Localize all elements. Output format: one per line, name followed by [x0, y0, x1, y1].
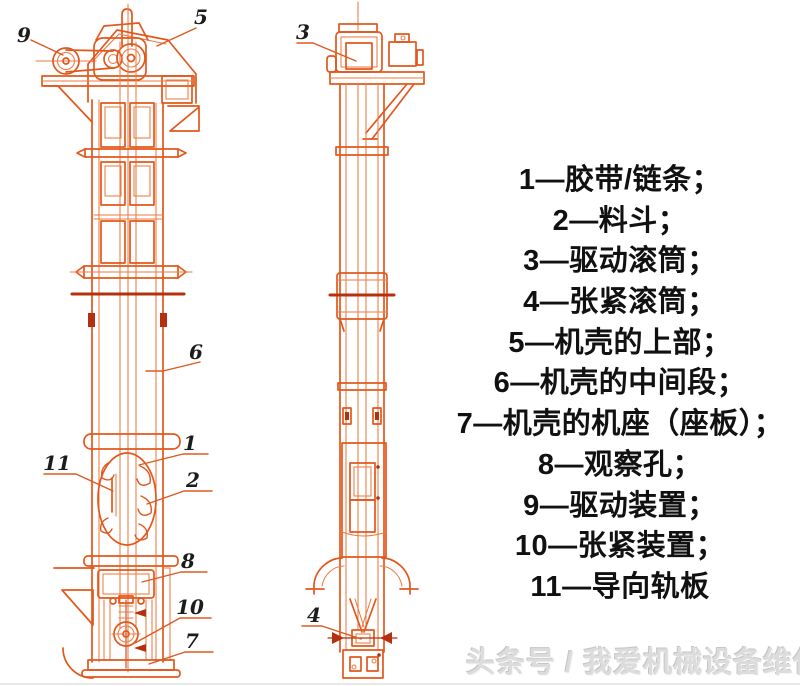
callout-8: 8	[141, 549, 208, 583]
legend-item-11: 11—导向轨板	[530, 570, 710, 603]
svg-text:2: 2	[185, 468, 200, 492]
callout-1: 1	[138, 431, 209, 466]
callout-10: 10	[134, 595, 212, 644]
svg-text:3: 3	[296, 20, 310, 44]
callout-labels: 9 5 6 11 1 2 8	[17, 5, 362, 665]
cutaway-opening	[97, 452, 157, 546]
svg-text:1: 1	[183, 431, 197, 455]
legend-item-1: 1—胶带/链条；	[518, 164, 722, 196]
motor-pulley	[52, 47, 80, 75]
legend-item-9: 9—驱动装置；	[523, 489, 717, 522]
base-plate	[87, 659, 175, 671]
callout-11: 11	[43, 451, 114, 492]
hopper-wing-left	[313, 557, 343, 595]
callout-5: 5	[156, 5, 208, 47]
legend-item-7: 7—机壳的机座（座板）；	[456, 408, 784, 441]
svg-text:8: 8	[180, 549, 195, 573]
lower-casing-panel	[341, 442, 387, 558]
legend-item-8: 8—观察孔；	[537, 448, 703, 481]
legend-item-3: 3—驱动滚筒；	[523, 245, 717, 278]
svg-text:9: 9	[17, 23, 31, 47]
callout-3: 3	[296, 20, 357, 62]
support-bracket	[169, 106, 200, 132]
svg-text:11: 11	[43, 451, 71, 475]
svg-text:5: 5	[194, 5, 208, 29]
svg-text:10: 10	[176, 595, 204, 619]
motor-block	[388, 41, 417, 67]
elevator-diagram: 9 5 6 11 1 2 8	[17, 1, 425, 679]
bottom-edge-line	[0, 683, 800, 685]
callout-6: 6	[145, 340, 203, 372]
bucket-shape	[100, 461, 115, 481]
svg-text:6: 6	[189, 340, 203, 364]
drive-drum-side	[345, 42, 373, 70]
legend-item-4: 4—张紧滚筒；	[523, 286, 717, 319]
callout-2: 2	[146, 468, 213, 505]
callout-4: 4	[301, 603, 362, 640]
callout-7: 7	[148, 629, 214, 665]
head-casing-side	[335, 31, 383, 73]
observation-window	[97, 569, 155, 599]
callout-9: 9	[17, 23, 64, 56]
bucket-shape	[136, 465, 151, 486]
svg-text:7: 7	[185, 629, 199, 653]
inlet-chute	[61, 589, 94, 626]
drive-drum-front	[116, 43, 146, 73]
side-view-drawing	[305, 1, 425, 679]
base-side	[342, 649, 384, 679]
hopper-wing-right	[381, 557, 411, 595]
vent-duct	[121, 8, 133, 47]
legend-item-2: 2—料斗；	[552, 204, 688, 237]
front-view-drawing	[35, 3, 200, 679]
legend-item-6: 6—机壳的中间段；	[493, 367, 747, 400]
parts-legend: 1—胶带/链条； 2—料斗； 3—驱动滚筒； 4—张紧滚筒； 5—机壳的上部； …	[442, 160, 798, 608]
svg-text:4: 4	[307, 603, 321, 627]
legend-item-5: 5—机壳的上部；	[508, 326, 732, 359]
legend-item-10: 10—张紧装置；	[514, 530, 726, 563]
watermark: 头条号 / 我爱机械设备维保	[466, 647, 800, 679]
